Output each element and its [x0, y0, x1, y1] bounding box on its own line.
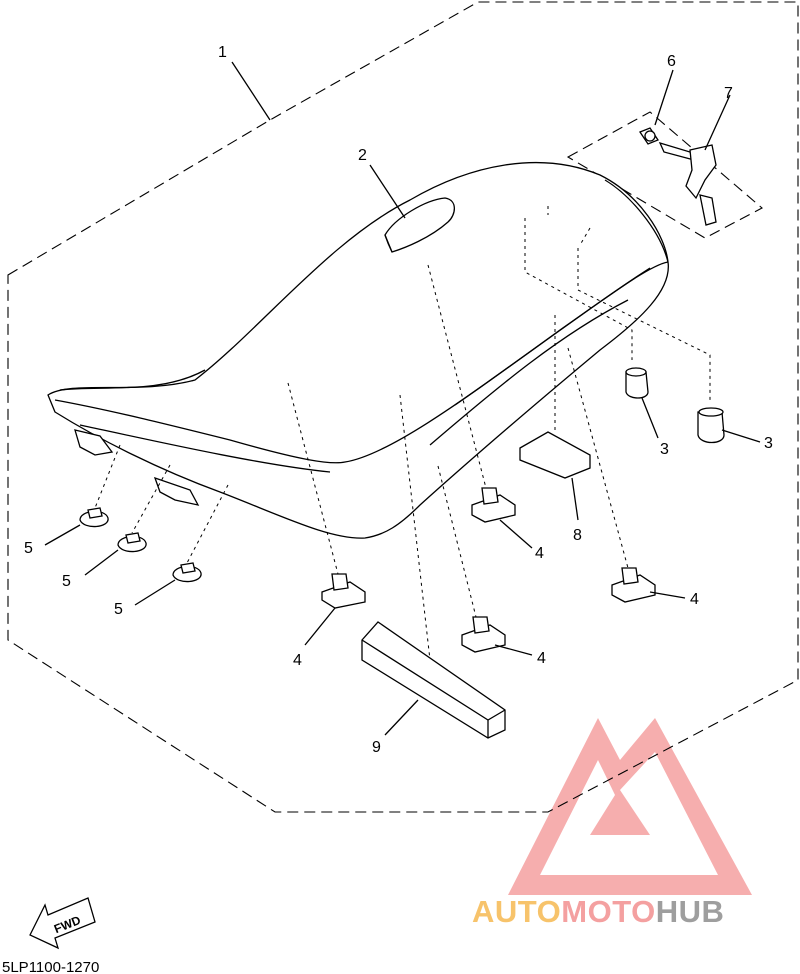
clip-parts-4 [321, 487, 656, 653]
seat [47, 161, 669, 539]
callout-2: 2 [358, 147, 367, 164]
watermark-text: AUTOMOTOHUB [472, 894, 724, 929]
leader-lines [44, 61, 761, 736]
callout-3b: 3 [764, 435, 773, 452]
callout-5c: 5 [114, 601, 123, 618]
callout-4a: 4 [535, 545, 544, 562]
callout-7: 7 [724, 85, 733, 102]
damper-parts [625, 367, 725, 444]
fwd-arrow-icon: FWD [29, 897, 96, 950]
figure-code: 5LP1100-1270 [2, 959, 99, 974]
callout-4d: 4 [690, 591, 699, 608]
callout-1: 1 [218, 44, 227, 61]
watermark-moto: MOTO [561, 894, 655, 929]
watermark-auto: AUTO [472, 894, 561, 929]
assembly-boundary [7, 1, 799, 813]
callout-9: 9 [372, 739, 381, 756]
callout-8: 8 [573, 527, 582, 544]
pad-8 [519, 431, 591, 479]
guide-lines-5 [94, 444, 229, 564]
callout-5a: 5 [24, 540, 33, 557]
callout-6: 6 [667, 53, 676, 70]
seat-lock-parts [639, 127, 717, 226]
lock-subassembly-box [566, 111, 763, 239]
callout-5b: 5 [62, 573, 71, 590]
callout-4b: 4 [293, 652, 302, 669]
automotohub-logo [508, 718, 752, 895]
watermark-hub: HUB [656, 894, 725, 929]
logo-triangle [508, 718, 752, 895]
guide-lines-lock [524, 206, 711, 400]
callout-4c: 4 [537, 650, 546, 667]
bumper-parts-5 [79, 507, 202, 583]
callout-3a: 3 [660, 441, 669, 458]
block-9 [361, 621, 506, 739]
guide-lines-4 [287, 264, 629, 661]
